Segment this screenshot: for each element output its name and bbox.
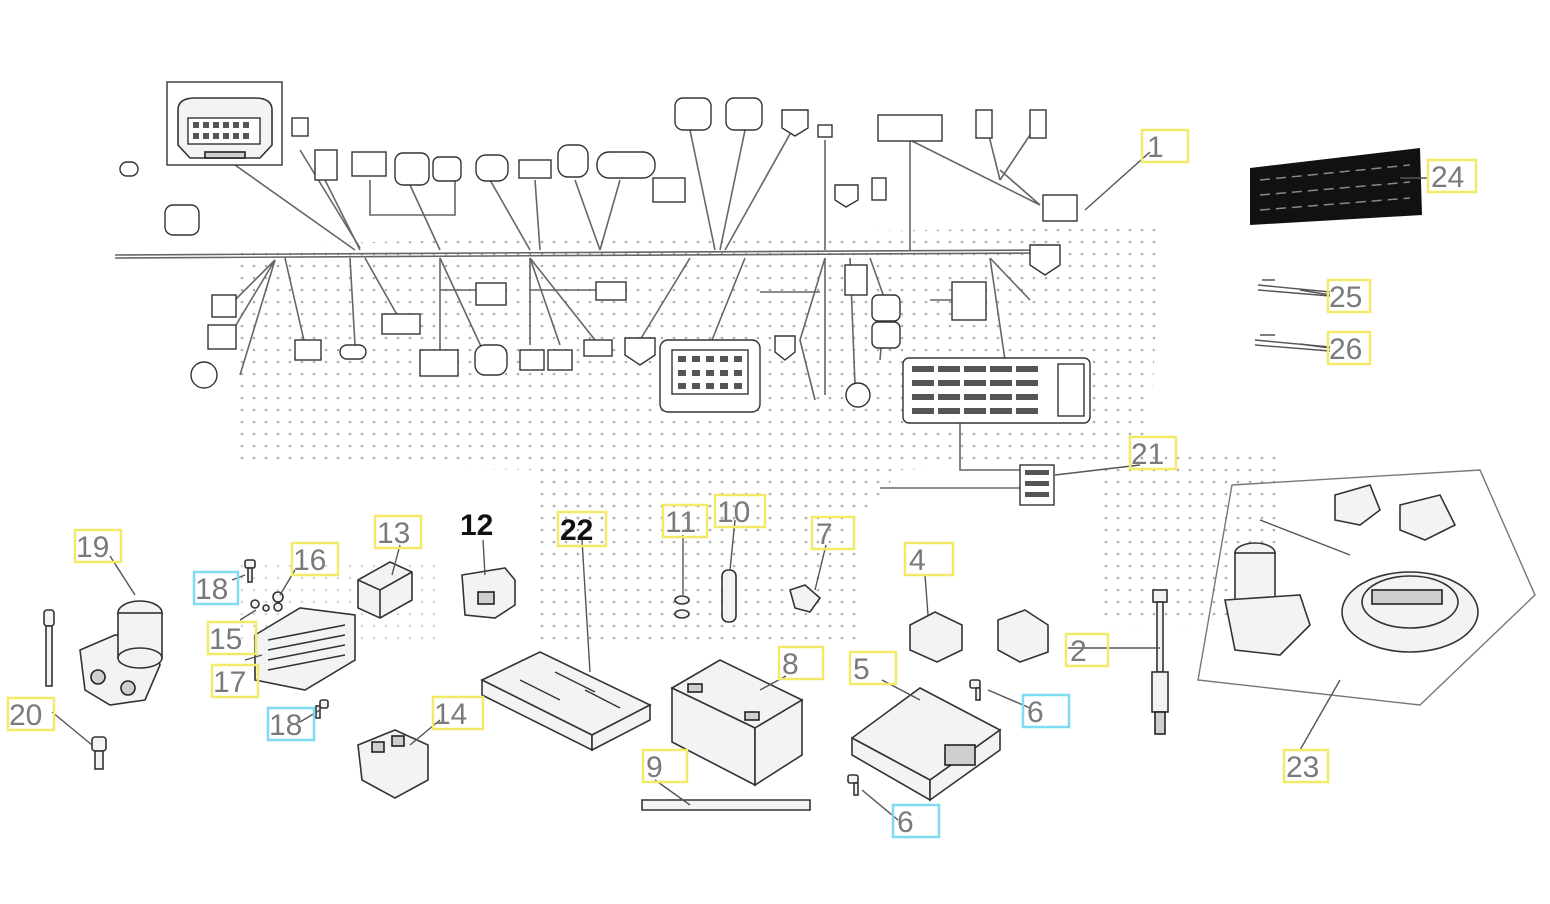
washer-15 [250, 599, 270, 612]
callout-5-label: 5 [853, 653, 870, 686]
screw-18-upper [244, 559, 256, 583]
callout-8-label: 8 [782, 648, 799, 681]
callout-17: 17 [210, 663, 260, 699]
callout-12: 12 [460, 509, 493, 542]
callout-19-label: 19 [76, 531, 109, 564]
callout-14-label: 14 [434, 698, 467, 731]
relay-12 [461, 567, 516, 619]
ecu-module [850, 687, 1002, 802]
screw-6-lower [847, 774, 859, 796]
fuse-11 [674, 595, 690, 619]
callout-8: 8 [777, 645, 825, 681]
callout-17-label: 17 [213, 666, 246, 699]
callout-19: 19 [73, 528, 123, 564]
callout-4-label: 4 [909, 544, 926, 577]
voltage-regulator [254, 607, 356, 691]
callout-11-label: 11 [665, 506, 696, 539]
callout-24: 24 [1426, 158, 1478, 194]
relay-small [997, 609, 1049, 663]
sensor-2 [1151, 589, 1169, 735]
callout-13: 13 [373, 514, 423, 550]
callout-16-label: 16 [293, 544, 326, 577]
bolt-20-upper [43, 609, 55, 687]
callout-2: 2 [1064, 632, 1110, 668]
lock-set [1197, 469, 1536, 706]
starter-relay [357, 729, 429, 799]
battery [670, 659, 804, 787]
callout-18-lower-label: 18 [269, 709, 302, 742]
callout-6-lower-label: 6 [897, 806, 914, 839]
callout-2-label: 2 [1070, 635, 1087, 668]
battery-strap [641, 799, 811, 811]
screw-18-lower [315, 699, 329, 719]
screw-6-upper [969, 679, 981, 701]
callout-1-label: 1 [1147, 131, 1164, 164]
callout-10: 10 [713, 493, 767, 529]
battery-tray [480, 651, 652, 752]
relay-4 [909, 611, 963, 663]
callout-23: 23 [1282, 748, 1330, 784]
callout-20-label: 20 [9, 699, 42, 732]
callout-10-label: 10 [717, 496, 750, 529]
callout-26: 26 [1326, 330, 1372, 366]
wiring-harness [114, 81, 1091, 506]
callout-14: 14 [431, 695, 485, 731]
callout-4: 4 [903, 541, 955, 577]
callout-18-upper-label: 18 [195, 573, 228, 606]
callout-1: 1 [1140, 128, 1190, 164]
callout-24-label: 24 [1431, 161, 1464, 194]
callout-21-label: 21 [1131, 438, 1164, 471]
callout-6-upper-label: 6 [1027, 696, 1044, 729]
callout-26-label: 26 [1329, 333, 1362, 366]
callout-6-lower: 6 [891, 803, 941, 839]
callout-22-label: 22 [560, 514, 593, 547]
callout-9-label: 9 [646, 751, 663, 784]
callout-25-label: 25 [1329, 281, 1362, 314]
callout-22: 22 [556, 510, 608, 548]
nut-16 [272, 591, 284, 612]
sensor-7 [789, 584, 822, 613]
callout-12-label: 12 [460, 509, 493, 542]
callout-5: 5 [848, 650, 898, 686]
callout-18-lower: 18 [266, 706, 316, 742]
callout-23-label: 23 [1286, 751, 1319, 784]
cable-tie-26 [1254, 334, 1331, 352]
callout-13-label: 13 [377, 517, 410, 550]
wire-loom-bundle [1250, 148, 1422, 225]
bolt-20-lower [91, 736, 107, 770]
callout-6-upper: 6 [1021, 693, 1071, 729]
callout-21: 21 [1128, 435, 1178, 471]
callout-7: 7 [810, 515, 856, 551]
callout-11: 11 [661, 503, 709, 539]
fuse-holder-10 [721, 569, 737, 623]
callout-20: 20 [6, 696, 56, 732]
callout-15: 15 [206, 620, 258, 656]
callout-7-label: 7 [816, 518, 833, 551]
callout-9: 9 [641, 748, 689, 784]
ignition-switch [79, 600, 163, 706]
callout-18-upper: 18 [192, 570, 240, 606]
cable-tie-25 [1257, 279, 1331, 297]
callout-15-label: 15 [209, 623, 242, 656]
callout-25: 25 [1326, 278, 1372, 314]
relay-13 [357, 561, 413, 619]
callout-16: 16 [290, 541, 340, 577]
